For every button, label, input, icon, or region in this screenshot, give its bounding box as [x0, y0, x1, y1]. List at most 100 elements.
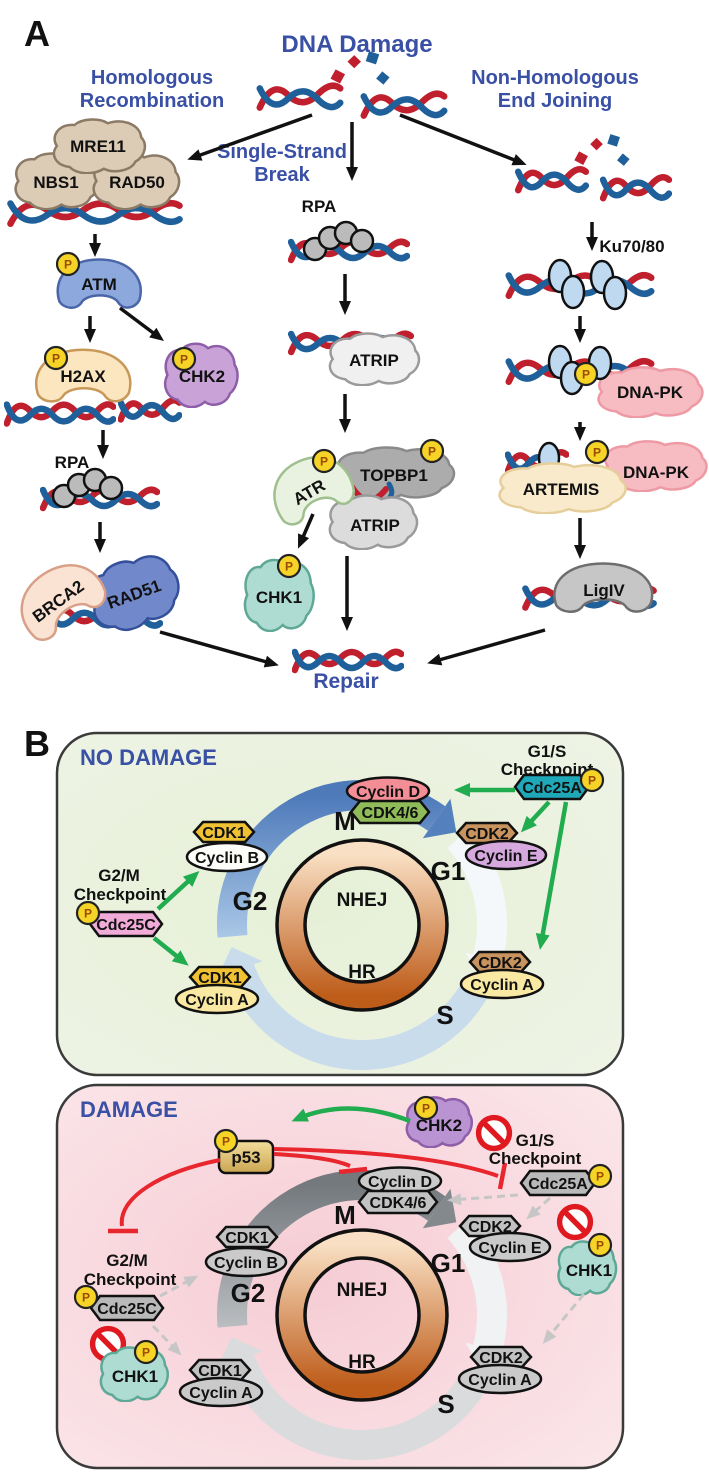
ku7080-on-dna: Ku70/80 — [509, 237, 665, 311]
blocked-icon-cdc25a — [560, 1207, 591, 1238]
protein-label-rad50: RAD50 — [109, 173, 165, 192]
g1s-checkpoint-label-damage: G1/S — [516, 1131, 555, 1150]
cdk2-label-2: CDK2 — [478, 955, 522, 972]
h2ax-on-dna: H2AX — [7, 345, 179, 424]
cdc25c-label: Cdc25C — [96, 917, 156, 934]
panel-b-label: B — [24, 723, 50, 764]
cyclin-d-label-damage: Cyclin D — [368, 1174, 432, 1191]
branch-nhej-2: End Joining — [498, 90, 612, 112]
chk1-label-right: CHK1 — [566, 1261, 612, 1280]
ring-label-hr: HR — [348, 962, 376, 983]
repaired-dna: Repair — [295, 652, 401, 693]
atr-topbp1-atrip-complex: TOPBP1 ATRIP ATR — [262, 438, 456, 550]
cdk2-cyclina-badge-damage: CDK2 Cyclin A — [457, 1345, 543, 1395]
dashed-arrow-cdc25a-cdk46 — [447, 1193, 519, 1206]
cdk2-label-damage: CDK2 — [468, 1219, 512, 1236]
arrow-atr-chk1 — [298, 513, 315, 549]
protein-label-dnapk-2: DNA-PK — [623, 463, 690, 482]
phospho-badge-atr — [311, 448, 337, 474]
arrow-atm-chk2 — [118, 306, 164, 341]
blocked-icon-chk2 — [479, 1118, 510, 1149]
protein-label-topbp1: TOPBP1 — [360, 466, 428, 485]
artemis-complex: DNA-PK ARTEMIS — [497, 439, 708, 514]
cyclin-d-label: Cyclin D — [356, 784, 420, 801]
damage-title: DAMAGE — [80, 1097, 178, 1122]
chk1-protein: CHK1 — [243, 553, 316, 632]
p53-label: p53 — [231, 1148, 260, 1167]
g2m-checkpoint-label-2: Checkpoint — [74, 885, 167, 904]
cdc25a-label-damage: Cdc25A — [528, 1176, 588, 1193]
green-arrow-cdc25a-cdk2a — [535, 801, 569, 950]
damaged-dna-nhej — [518, 134, 669, 198]
branch-nhej: Non-Homologous — [471, 67, 639, 89]
dashed-arrow-chk1-cdk2a — [542, 1293, 586, 1344]
cdk2-label-damage-2: CDK2 — [479, 1350, 523, 1367]
protein-label-ku7080: Ku70/80 — [599, 237, 664, 256]
branch-single-strand-break: Single-Strand — [217, 141, 347, 163]
brca2-rad51-on-dna: BRCA2 RAD51 — [6, 545, 189, 647]
green-arrow-cdc25c-cyclina — [152, 936, 189, 966]
g2m-checkpoint-label-damage-2: Checkpoint — [84, 1270, 177, 1289]
cdc25a-badge: Cdc25A — [513, 767, 605, 801]
cdc25c-label-damage: Cdc25C — [97, 1301, 157, 1318]
cdc25c-badge: Cdc25C — [75, 900, 164, 938]
cyclin-b-label: Cyclin B — [195, 850, 259, 867]
protein-label-nbs1: NBS1 — [33, 173, 78, 192]
protein-label-rpa-left: RPA — [55, 453, 90, 472]
phospho-badge-h2ax — [43, 345, 69, 371]
phospho-badge-cdc25a-damage — [587, 1163, 613, 1189]
phospho-badge-cdc25a — [579, 767, 605, 793]
cdc25a-label: Cdc25A — [522, 780, 582, 797]
ring-label-nhej: NHEJ — [337, 890, 388, 911]
dashed-arrow-cdc25a-cdk2e — [526, 1196, 552, 1220]
arrow-to-nhej — [399, 113, 527, 166]
phase-label-s-damage: S — [437, 1389, 454, 1419]
protein-label-artemis: ARTEMIS — [523, 480, 600, 499]
phase-label-g2-damage: G2 — [231, 1278, 266, 1308]
panel-a: A DNA Damage Homologous Recombination No… — [6, 13, 708, 693]
phospho-badge-chk2-damage — [413, 1095, 439, 1121]
protein-label-ligiv: LigIV — [583, 581, 625, 600]
no-damage-box: NO DAMAGE NHEJ HR M G1 S G2 G1/S Checkpo… — [55, 731, 625, 1077]
green-arrow-cdc25c-cyclinb — [156, 870, 200, 911]
cdk2-label: CDK2 — [465, 826, 509, 843]
g2m-checkpoint-label: G2/M — [98, 866, 140, 885]
atm-protein: ATM — [55, 251, 142, 309]
cdk1-cyclinb-badge-damage: CDK1 Cyclin B — [204, 1225, 288, 1278]
protein-label-chk1: CHK1 — [256, 588, 302, 607]
repair-ring-damage: NHEJ HR — [275, 1228, 449, 1402]
protein-label-chk2: CHK2 — [179, 367, 225, 386]
mrn-complex: MRE11 NBS1 RAD50 — [10, 118, 179, 224]
cdk2-cycline-badge: CDK2 Cyclin E — [455, 821, 548, 871]
cdk1-label-2: CDK1 — [198, 970, 242, 987]
arrow-hr-repair — [159, 630, 279, 668]
chk2-protein-damage: CHK2 — [405, 1095, 473, 1148]
protein-label-atrip-2: ATRIP — [350, 516, 400, 535]
chk2-protein: CHK2 — [163, 342, 239, 408]
branch-homologous-recombination: Homologous — [91, 67, 213, 89]
cdk1-cyclina-badge: CDK1 Cyclin A — [174, 965, 260, 1015]
ring-label-nhej-damage: NHEJ — [337, 1280, 388, 1301]
phospho-badge-atm — [55, 251, 81, 277]
phospho-badge-cdc25c — [75, 900, 101, 926]
chk1-label-left: CHK1 — [112, 1367, 158, 1386]
dashed-arrow-cdc25c-cyclinb — [159, 1275, 199, 1298]
protein-label-h2ax: H2AX — [60, 367, 106, 386]
phospho-badge-chk1-left — [133, 1339, 159, 1365]
cyclind-cdk46-badge-damage: Cyclin D CDK4/6 — [357, 1166, 443, 1215]
phospho-badge-p53 — [213, 1128, 239, 1154]
cyclin-a-label-damage: Cyclin A — [189, 1385, 253, 1402]
cdk46-label-damage: CDK4/6 — [370, 1195, 427, 1212]
cdk1-label-damage: CDK1 — [225, 1230, 269, 1247]
phospho-badge-topbp1 — [419, 438, 445, 464]
repair-label: Repair — [313, 670, 378, 693]
cyclin-e-label: Cyclin E — [474, 848, 537, 865]
g1s-checkpoint-label-damage-2: Checkpoint — [489, 1149, 582, 1168]
chk2-label-damage: CHK2 — [416, 1116, 462, 1135]
branch-homologous-recombination-2: Recombination — [80, 90, 224, 112]
phase-label-g2: G2 — [233, 886, 268, 916]
cyclin-a-label: Cyclin A — [185, 992, 249, 1009]
green-arrow-cdc25a-cdk2e — [520, 800, 551, 833]
chk1-left-damage: CHK1 — [99, 1339, 169, 1402]
dna-damage-title: DNA Damage — [281, 31, 432, 58]
